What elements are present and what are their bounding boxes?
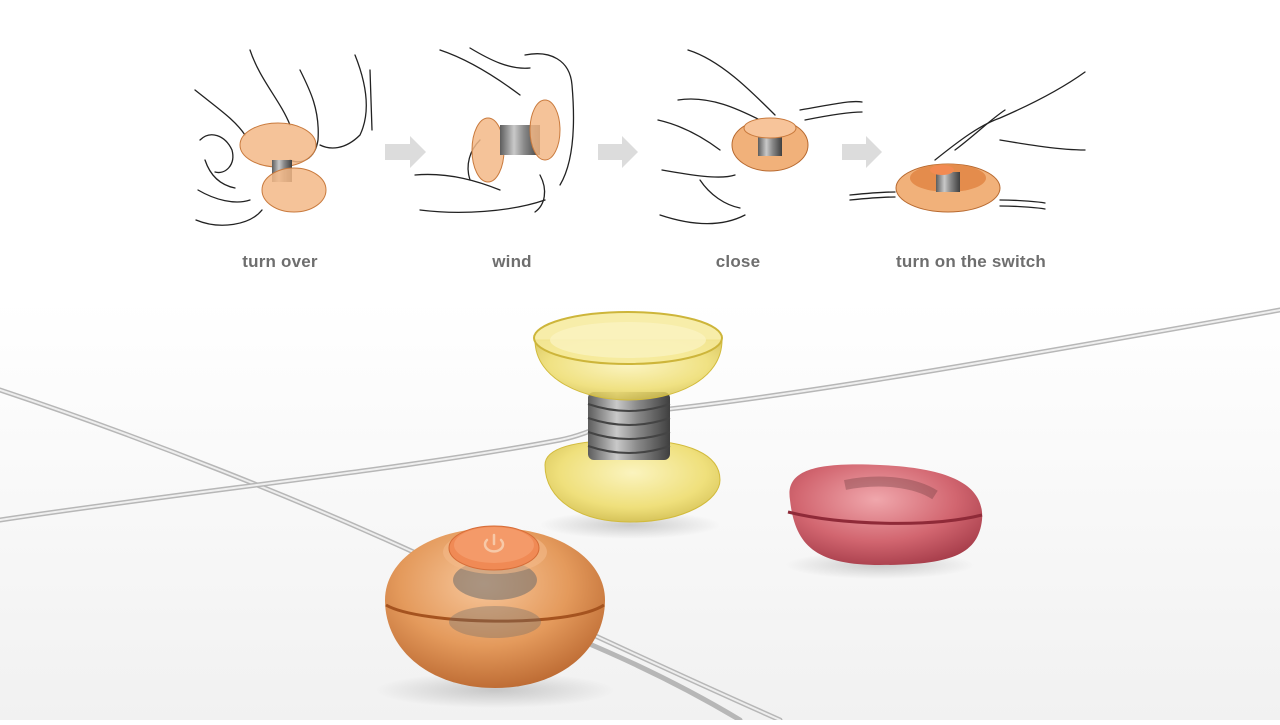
step-label-close: close <box>715 252 761 271</box>
power-button[interactable] <box>448 525 540 571</box>
yellow-cable-winder <box>533 311 723 539</box>
step-label-wind: wind <box>492 252 532 271</box>
step-3-illustration <box>657 49 863 225</box>
step-4-device <box>895 163 1001 213</box>
arrow-right-icon <box>385 136 426 168</box>
step-1-device <box>239 122 327 213</box>
step-label-turn-over: turn over <box>242 252 318 271</box>
power-icon <box>483 533 505 553</box>
red-cable-winder <box>785 464 983 579</box>
step-1-illustration <box>194 49 373 226</box>
step-3-device <box>731 117 809 172</box>
step-label-turn-on-the-switch: turn on the switch <box>896 252 1046 271</box>
step-4-illustration <box>849 71 1086 210</box>
step-2-device <box>471 99 561 183</box>
arrow-right-icon <box>842 136 882 168</box>
arrow-right-icon <box>598 136 638 168</box>
